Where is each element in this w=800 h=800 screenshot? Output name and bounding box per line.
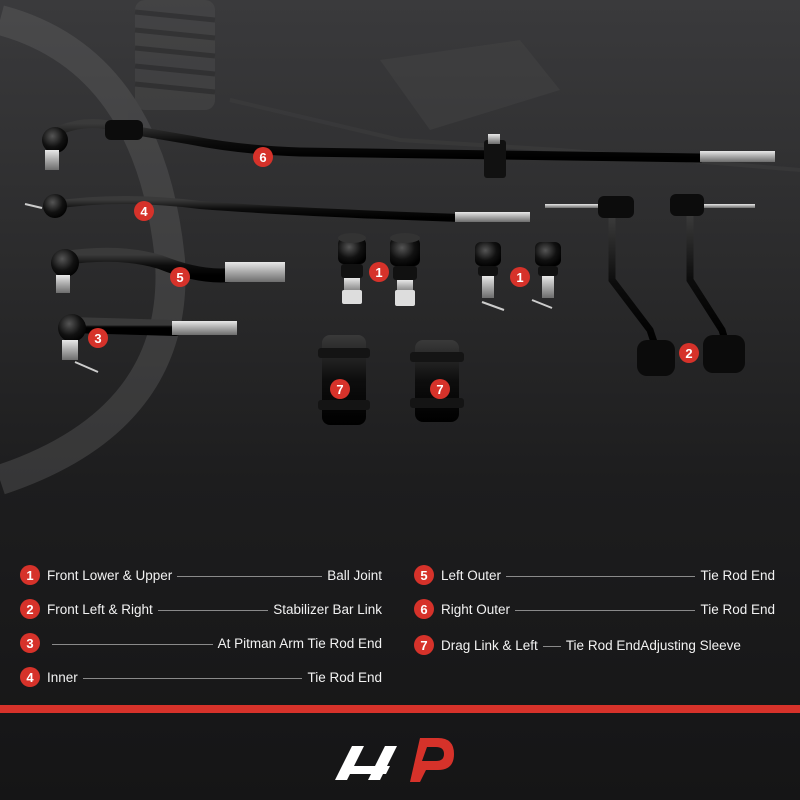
legend-divider [542, 645, 561, 647]
legend-row-4-right: Tie Rod End [307, 669, 382, 685]
legend-row-6-left: Right Outer [441, 601, 511, 617]
callout-badge-6: 6 [253, 147, 273, 167]
legend-row-5-right: Tie Rod End [700, 567, 775, 583]
legend-row-6: 6 Right Outer Tie Rod End [414, 597, 775, 621]
callout-badge-5: 5 [170, 267, 190, 287]
legend-row-2-left: Front Left & Right [47, 601, 153, 617]
legend-row-2-right: Stabilizer Bar Link [273, 601, 382, 617]
legend-divider [515, 609, 696, 611]
callout-badge-3: 3 [88, 328, 108, 348]
legend-row-1-right: Ball Joint [327, 567, 382, 583]
legend-badge-5: 5 [414, 565, 434, 585]
right-outer-tie-rod [42, 119, 775, 178]
legend-divider [82, 677, 303, 679]
legend-divider [157, 609, 269, 611]
legend-badge-4: 4 [20, 667, 40, 687]
accent-bar [0, 705, 800, 713]
legend-badge-6: 6 [414, 599, 434, 619]
callout-badge-7b: 7 [430, 379, 450, 399]
callout-badge-1b: 1 [510, 267, 530, 287]
stabilizer-bar-links [545, 194, 755, 376]
legend-row-3-right: At Pitman Arm Tie Rod End [217, 635, 382, 651]
legend-row-7-left: Drag Link & Left [441, 637, 538, 653]
legend-row-1-left: Front Lower & Upper [47, 567, 173, 583]
inner-tie-rod [24, 194, 530, 222]
callout-badge-7a: 7 [330, 379, 350, 399]
callout-badge-2: 2 [679, 343, 699, 363]
pitman-arm-tie-rod-end [58, 314, 237, 373]
callout-badge-1a: 1 [369, 262, 389, 282]
legend-row-5: 5 Left Outer Tie Rod End [414, 563, 775, 587]
legend-row-7-right: Tie Rod EndAdjusting Sleeve [565, 637, 741, 653]
legend-row-4-left: Inner [47, 669, 78, 685]
legend-row-4: 4 Inner Tie Rod End [20, 665, 382, 689]
legend-row-5-left: Left Outer [441, 567, 502, 583]
legend-divider [506, 575, 696, 577]
legend-badge-7: 7 [414, 635, 434, 655]
legend-row-3: 3 At Pitman Arm Tie Rod End [20, 631, 382, 655]
brand-logo-icon [335, 738, 454, 782]
ball-joints [338, 233, 561, 311]
parts-legend: 1 Front Lower & Upper Ball Joint 2 Front… [0, 555, 800, 705]
parts-photo [0, 0, 800, 495]
legend-badge-1: 1 [20, 565, 40, 585]
legend-divider [177, 575, 323, 577]
legend-row-2: 2 Front Left & Right Stabilizer Bar Link [20, 597, 382, 621]
callout-badge-4: 4 [134, 201, 154, 221]
legend-row-7: 7 Drag Link & Left Tie Rod EndAdjusting … [414, 633, 776, 657]
legend-badge-2: 2 [20, 599, 40, 619]
legend-badge-3: 3 [20, 633, 40, 653]
legend-row-6-right: Tie Rod End [700, 601, 775, 617]
legend-row-1: 1 Front Lower & Upper Ball Joint [20, 563, 382, 587]
left-outer-tie-rod [51, 247, 285, 293]
legend-divider [52, 643, 213, 645]
